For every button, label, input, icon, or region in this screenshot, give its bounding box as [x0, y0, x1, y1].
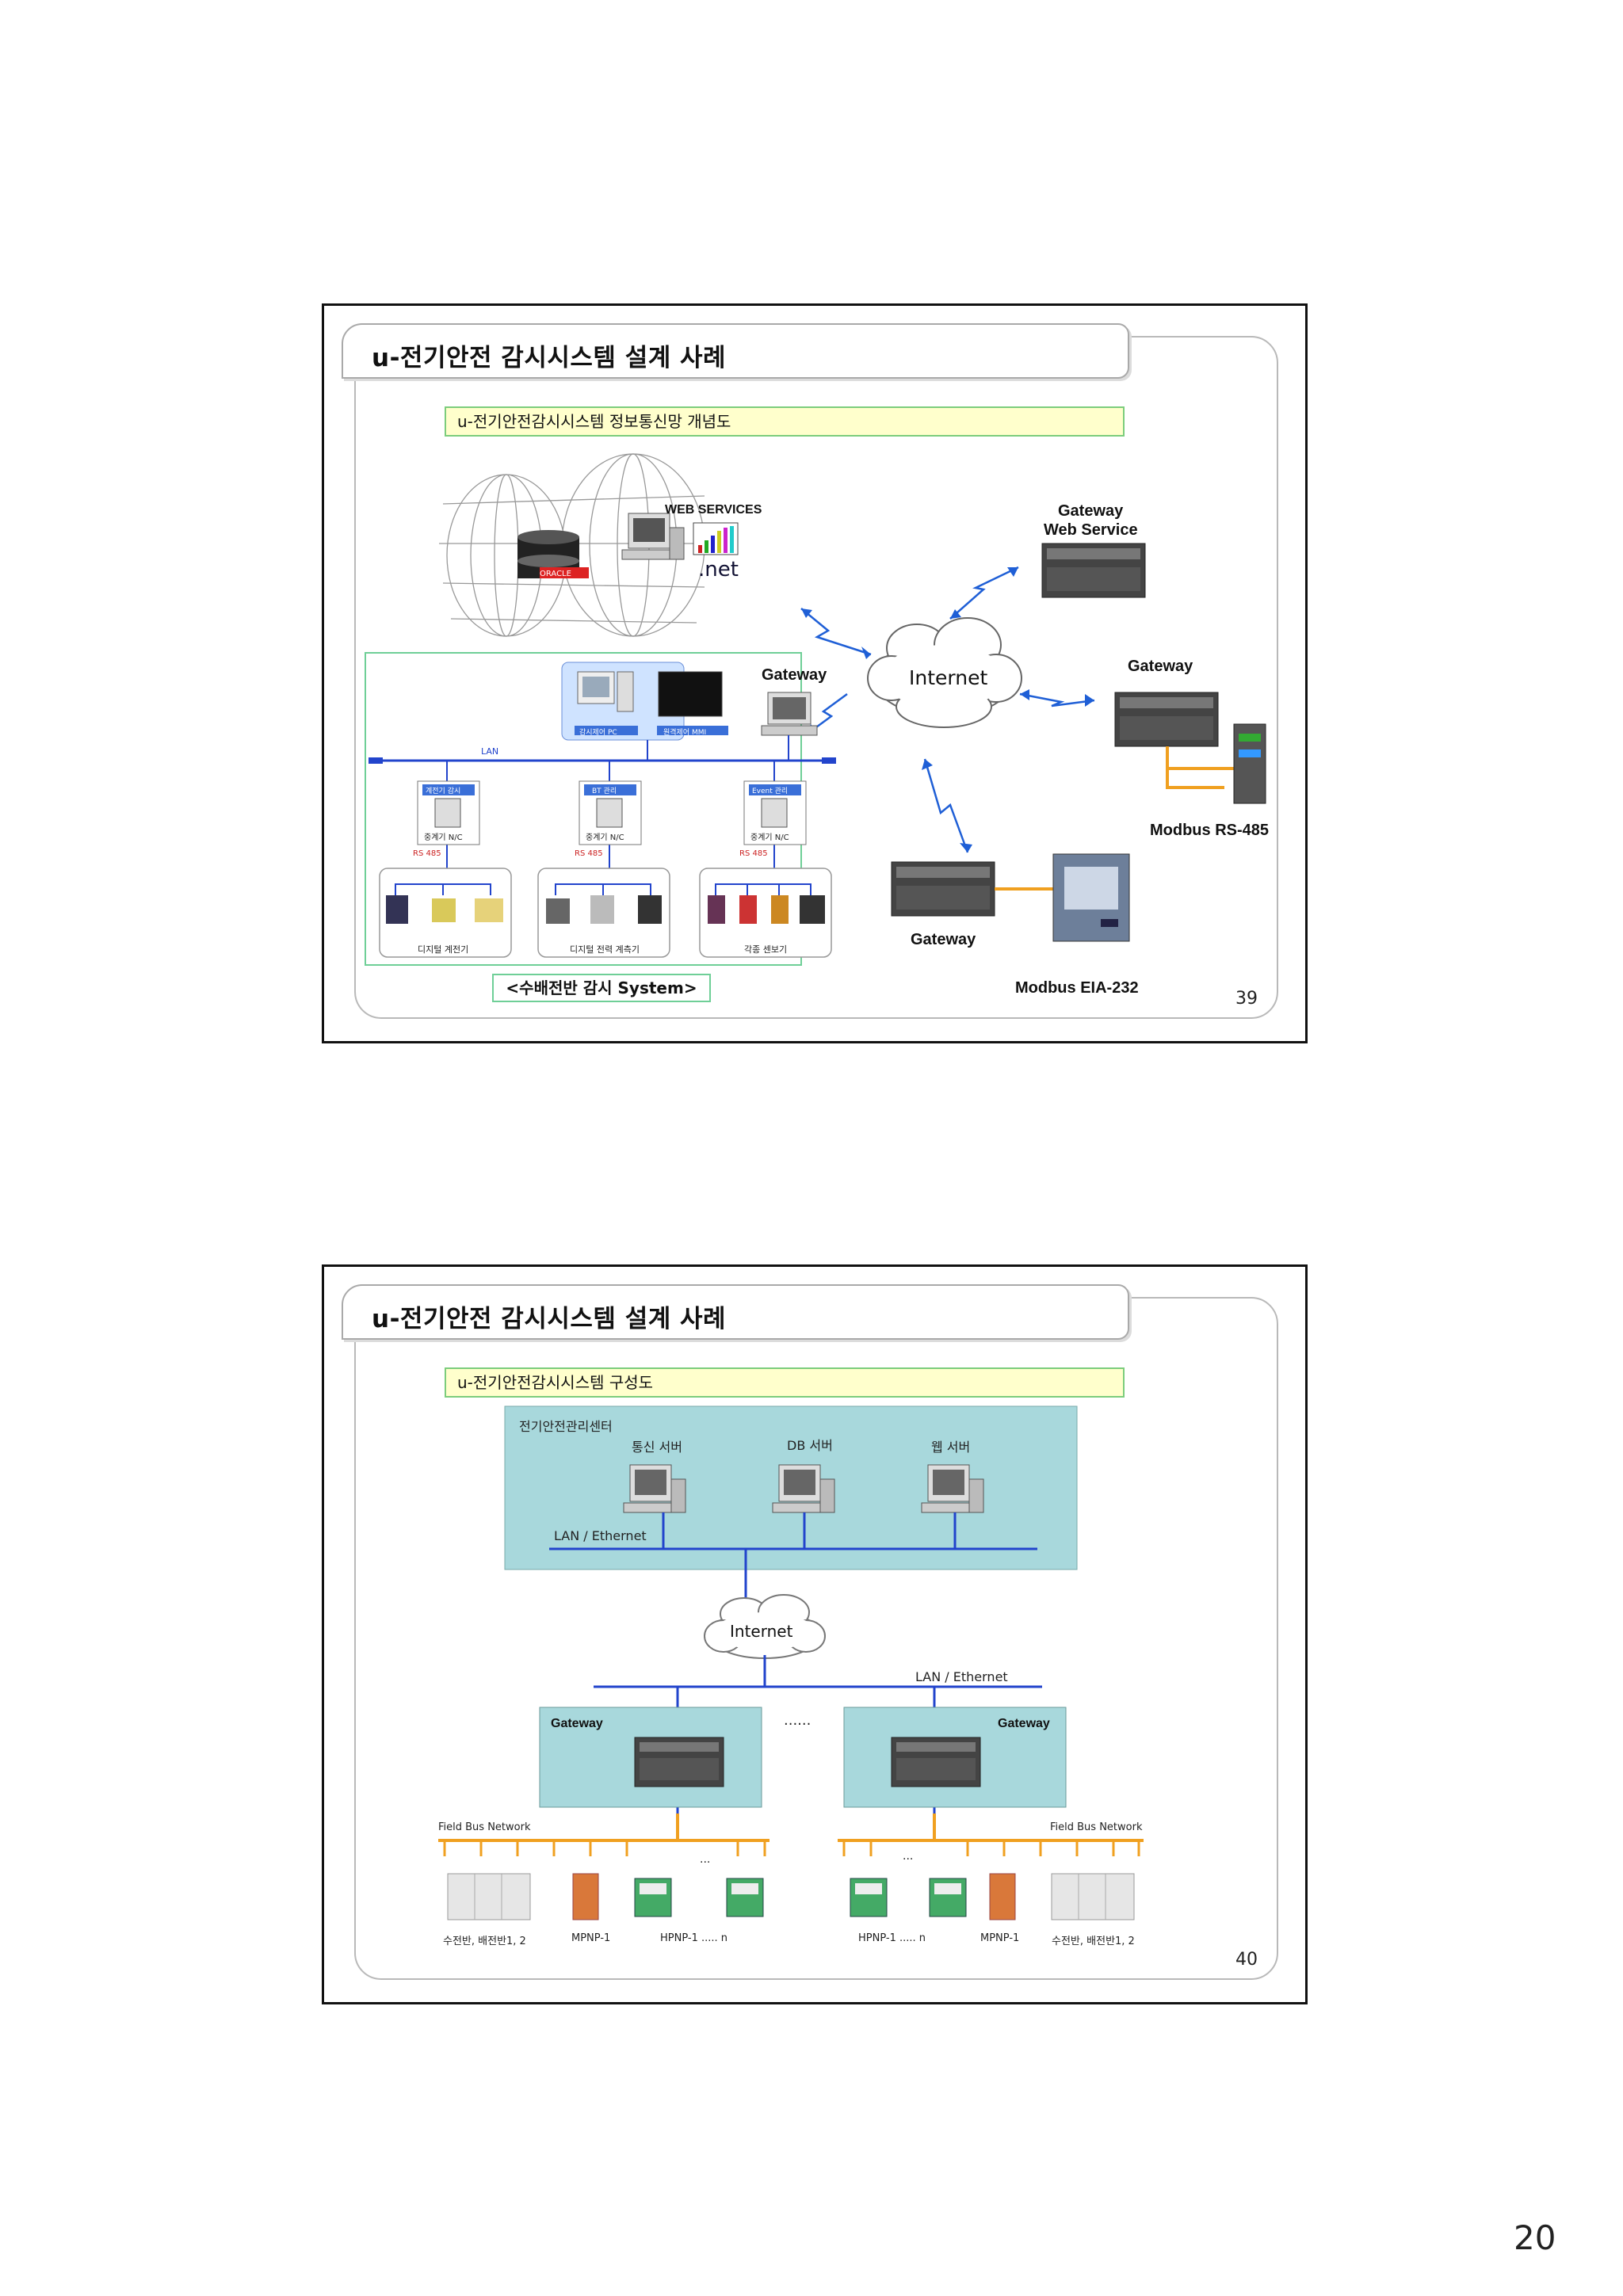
device-group-label: 각종 센보기	[744, 944, 788, 955]
node-tag: 계전기 감시	[426, 788, 461, 795]
device-label: HPNP-1 ..... n	[858, 1932, 926, 1944]
modbus-eia232-label: Modbus EIA-232	[1015, 979, 1139, 997]
pc-label-1: 감시제어 PC	[579, 729, 617, 737]
gateway-pc-icon	[761, 692, 818, 736]
internet-label: Internet	[730, 1622, 793, 1641]
chart-icon	[693, 522, 739, 555]
slide-subtitle: u-전기안전감시시스템 구성도	[445, 1367, 1125, 1398]
slide-number: 39	[1235, 989, 1258, 1009]
lan-label-top: LAN / Ethernet	[554, 1528, 647, 1543]
lan-label: LAN	[481, 746, 499, 757]
internet-label: Internet	[909, 666, 988, 689]
rs485-label: RS 485	[739, 849, 768, 858]
device-group-label: 디지털 계전기	[418, 944, 469, 955]
gateway-right-label: Gateway	[998, 1717, 1050, 1730]
dotnet-label: .net	[698, 558, 739, 582]
gateway-inner-label: Gateway	[762, 666, 827, 684]
slide-number: 40	[1235, 1950, 1258, 1970]
server-pc-icon	[772, 1464, 835, 1513]
device-label: 수전반, 배전반1, 2	[1052, 1936, 1135, 1947]
server-pc-icon	[921, 1464, 984, 1513]
fieldbus-left-label: Field Bus Network	[438, 1821, 531, 1833]
system-caption: <수배전반 감시 System>	[492, 974, 711, 1002]
node-bottom: 중계기 N/C	[424, 833, 463, 842]
gateway-ws-label-2: Web Service	[1044, 521, 1138, 539]
switchboard-icon	[1051, 1873, 1135, 1920]
hpnp-panel-icon	[929, 1878, 967, 1917]
link-globe-internet	[800, 608, 872, 656]
network-concept-diagram	[365, 453, 1266, 966]
device-ellipsis: ...	[903, 1850, 914, 1863]
pc-label-2: 원격제어 MMI	[663, 729, 707, 737]
node-tag: BT 관리	[592, 788, 617, 795]
gateway-device-icon	[891, 861, 995, 917]
field-device-icons	[386, 895, 825, 924]
hpnp-panel-icon	[726, 1878, 764, 1917]
system-structure-diagram	[438, 1405, 1144, 1920]
slide-title: u-전기안전 감시시스템 설계 사례	[372, 344, 727, 372]
database-icon	[517, 530, 589, 578]
node-bottom: 중계기 N/C	[750, 833, 789, 842]
mpnp-panel-icon	[989, 1873, 1016, 1920]
gateway-device-icon	[634, 1737, 724, 1787]
server-label: 통신 서버	[632, 1440, 682, 1455]
server-label: DB 서버	[787, 1438, 833, 1453]
link-internet-gateway-ws	[949, 566, 1019, 620]
gateway-device-icon	[1041, 543, 1146, 598]
server-label: 웹 서버	[931, 1440, 971, 1455]
modbus-rs485-label: Modbus RS-485	[1150, 822, 1270, 839]
power-meter-icon	[1052, 853, 1130, 942]
device-label: MPNP-1	[571, 1932, 611, 1944]
device-label: MPNP-1	[980, 1932, 1020, 1944]
node-bottom: 중계기 N/C	[586, 833, 624, 842]
node-tag: Event 관리	[752, 788, 789, 795]
web-services-label: WEB SERVICES	[665, 503, 762, 517]
gateway-ellipsis: ......	[784, 1712, 812, 1729]
gateway-ws-label-1: Gateway	[1058, 502, 1124, 520]
center-label: 전기안전관리센터	[519, 1419, 613, 1434]
server-pc-icon	[623, 1464, 686, 1513]
title-bar	[342, 1284, 1129, 1340]
gateway-left-label: Gateway	[551, 1717, 603, 1730]
slide-title: u-전기안전 감시시스템 설계 사례	[372, 1305, 727, 1333]
slide-40: u-전기안전 감시시스템 설계 사례 u-전기안전감시시스템 구성도	[322, 1264, 1308, 2004]
gateway-device-icon	[1114, 692, 1219, 747]
gateway-bottom-label: Gateway	[911, 931, 976, 948]
link-internet-gateway-bottom	[923, 758, 969, 853]
switchboard-icon	[447, 1873, 531, 1920]
oracle-label: ORACLE	[540, 570, 571, 578]
rs485-label: RS 485	[575, 849, 603, 858]
slide-subtitle: u-전기안전감시시스템 정보통신망 개념도	[445, 406, 1125, 437]
rs485-label: RS 485	[413, 849, 441, 858]
link-internet-gateway-right	[1019, 692, 1095, 707]
device-ellipsis: ...	[700, 1853, 711, 1866]
title-bar	[342, 323, 1129, 379]
cabinet-device-icon	[1233, 723, 1266, 804]
server-pc-icon	[621, 513, 685, 560]
page-number: 20	[1514, 2218, 1556, 2257]
fieldbus-right-label: Field Bus Network	[1050, 1821, 1143, 1833]
lan-label-mid: LAN / Ethernet	[915, 1669, 1008, 1684]
slide-39: u-전기안전 감시시스템 설계 사례 u-전기안전감시시스템 정보통신망 개념도	[322, 303, 1308, 1043]
hpnp-panel-icon	[634, 1878, 672, 1917]
device-label: 수전반, 배전반1, 2	[443, 1936, 526, 1947]
link-internet-gateway-inner	[807, 692, 848, 735]
gateway-device-icon	[891, 1737, 981, 1787]
mpnp-panel-icon	[572, 1873, 599, 1920]
gateway-right-label: Gateway	[1128, 658, 1193, 675]
device-label: HPNP-1 ..... n	[660, 1932, 728, 1944]
hpnp-panel-icon	[850, 1878, 888, 1917]
device-group-label: 디지털 전력 계측기	[570, 944, 640, 955]
